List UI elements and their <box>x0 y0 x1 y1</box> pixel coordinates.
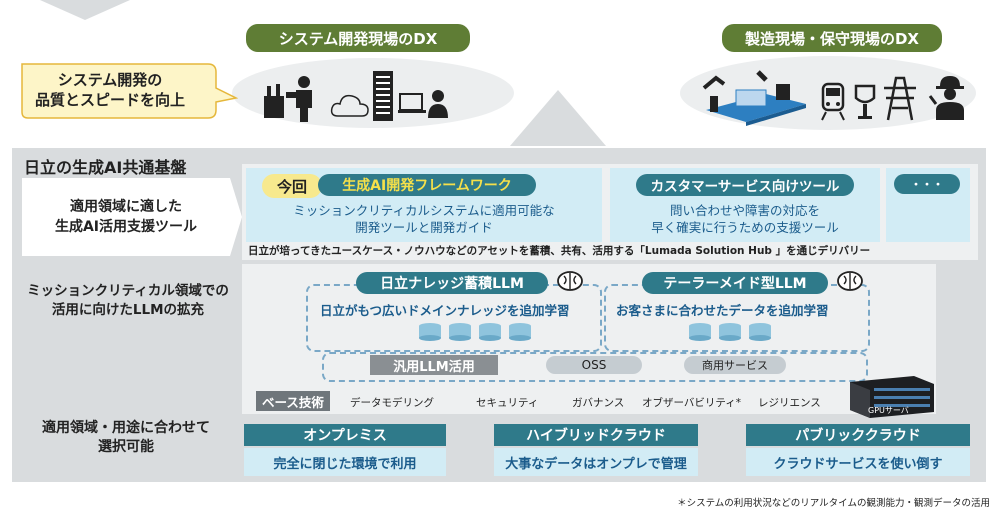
base-tech-item: レジリエンス <box>758 395 821 410</box>
hybrid-cloud-desc: 大事なデータはオンプレで管理 <box>494 448 698 476</box>
row1-label-line1: 適用領域に適した <box>70 197 182 217</box>
server-rack-icon <box>372 70 394 122</box>
brain-icon <box>556 270 584 292</box>
worker-desk-icon <box>262 74 324 122</box>
onpremise-title: オンプレミス <box>244 424 446 446</box>
framework-desc: ミッションクリティカルシステムに適用可能な 開発ツールと開発ガイド <box>246 200 602 238</box>
general-llm-badge: 汎用LLM活用 <box>370 355 498 375</box>
framework-title: 生成AI開発フレームワーク <box>318 174 536 196</box>
llm2-desc: お客さまに合わせたデータを追加学習 <box>616 300 860 319</box>
customer-tool-desc-line1: 問い合わせや障害の対応を <box>670 202 820 219</box>
train-icon <box>820 82 846 122</box>
power-tower-icon <box>880 76 920 122</box>
hybrid-cloud-title: ハイブリッドクラウド <box>494 424 698 446</box>
customer-tool-title: カスタマーサービス向けツール <box>636 174 854 196</box>
database-icon <box>478 322 502 342</box>
database-icon <box>688 322 712 342</box>
customer-tool-desc: 問い合わせや障害の対応を 早く確実に行うための支援ツール <box>610 200 880 238</box>
llm1-title: 日立ナレッジ蓄積LLM <box>356 272 548 294</box>
gpu-server-label: GPUサーバ <box>868 405 909 416</box>
database-icon <box>748 322 772 342</box>
footnote: ＊システムの利用状況などのリアルタイムの観測能力・観測データの活用 <box>580 495 990 509</box>
platform-title: 日立の生成AI共通基盤 <box>24 154 186 178</box>
base-tech-item: ガバナンス <box>572 395 624 410</box>
current-badge: 今回 <box>262 174 322 198</box>
onpremise-desc: 完全に閉じた環境で利用 <box>244 448 446 476</box>
framework-desc-line2: 開発ツールと開発ガイド <box>355 219 493 236</box>
llm1-desc: 日立がもつ広いドメインナレッジを追加学習 <box>320 300 590 319</box>
callout-line-1: システム開発の <box>58 70 163 90</box>
base-tech-item: セキュリティ <box>476 395 538 410</box>
base-tech-item: データモデリング <box>350 395 434 410</box>
callout-text: システム開発の 品質とスピードを向上 <box>22 64 198 116</box>
row1-label-line2: 生成AI活用支援ツール <box>55 217 197 237</box>
brain-icon <box>836 270 864 292</box>
commercial-service-pill: 商用サービス <box>684 356 786 374</box>
public-cloud-desc: クラウドサービスを使い倒す <box>746 448 970 476</box>
database-icon <box>448 322 472 342</box>
cloud-icon <box>330 92 370 118</box>
system-dev-dx-tag: システム開発現場のDX <box>246 24 470 52</box>
more-tools-badge: ・・・ <box>894 174 960 194</box>
manufacturing-dx-tag: 製造現場・保守現場のDX <box>722 24 942 52</box>
customer-tool-desc-line2: 早く確実に行うための支援ツール <box>651 219 839 236</box>
row1-label: 適用領域に適した 生成AI活用支援ツール <box>22 178 230 256</box>
row2-label-line2: 活用に向けたLLMの拡充 <box>52 301 204 320</box>
row2-label-line1: ミッションクリティカル領域での <box>27 282 229 301</box>
row3-label: 適用領域・用途に合わせて 選択可能 <box>16 414 236 462</box>
row3-label-line2: 選択可能 <box>98 438 154 457</box>
inspector-icon <box>854 82 876 122</box>
database-icon <box>508 322 532 342</box>
llm2-title: テーラーメイド型LLM <box>642 272 828 294</box>
row2-label: ミッションクリティカル領域での 活用に向けたLLMの拡充 <box>14 276 242 326</box>
top-chevron-decoration <box>40 0 130 22</box>
center-triangle-decoration <box>510 90 606 146</box>
factory-line-icon <box>696 70 816 126</box>
public-cloud-title: パブリッククラウド <box>746 424 970 446</box>
base-tech-label: ベース技術 <box>256 391 330 411</box>
framework-desc-line1: ミッションクリティカルシステムに適用可能な <box>293 202 554 219</box>
database-icon <box>418 322 442 342</box>
row3-label-line1: 適用領域・用途に合わせて <box>42 419 210 438</box>
maintenance-worker-icon <box>928 74 968 122</box>
laptop-user-icon <box>398 88 454 120</box>
callout-line-2: 品質とスピードを向上 <box>35 90 185 110</box>
database-icon <box>718 322 742 342</box>
base-tech-item: オブザーバビリティ* <box>642 395 741 410</box>
oss-pill: OSS <box>546 356 642 374</box>
hub-note: 日立が培ってきたユースケース・ノウハウなどのアセットを蓄積、共有、活用する「Lu… <box>248 243 976 258</box>
